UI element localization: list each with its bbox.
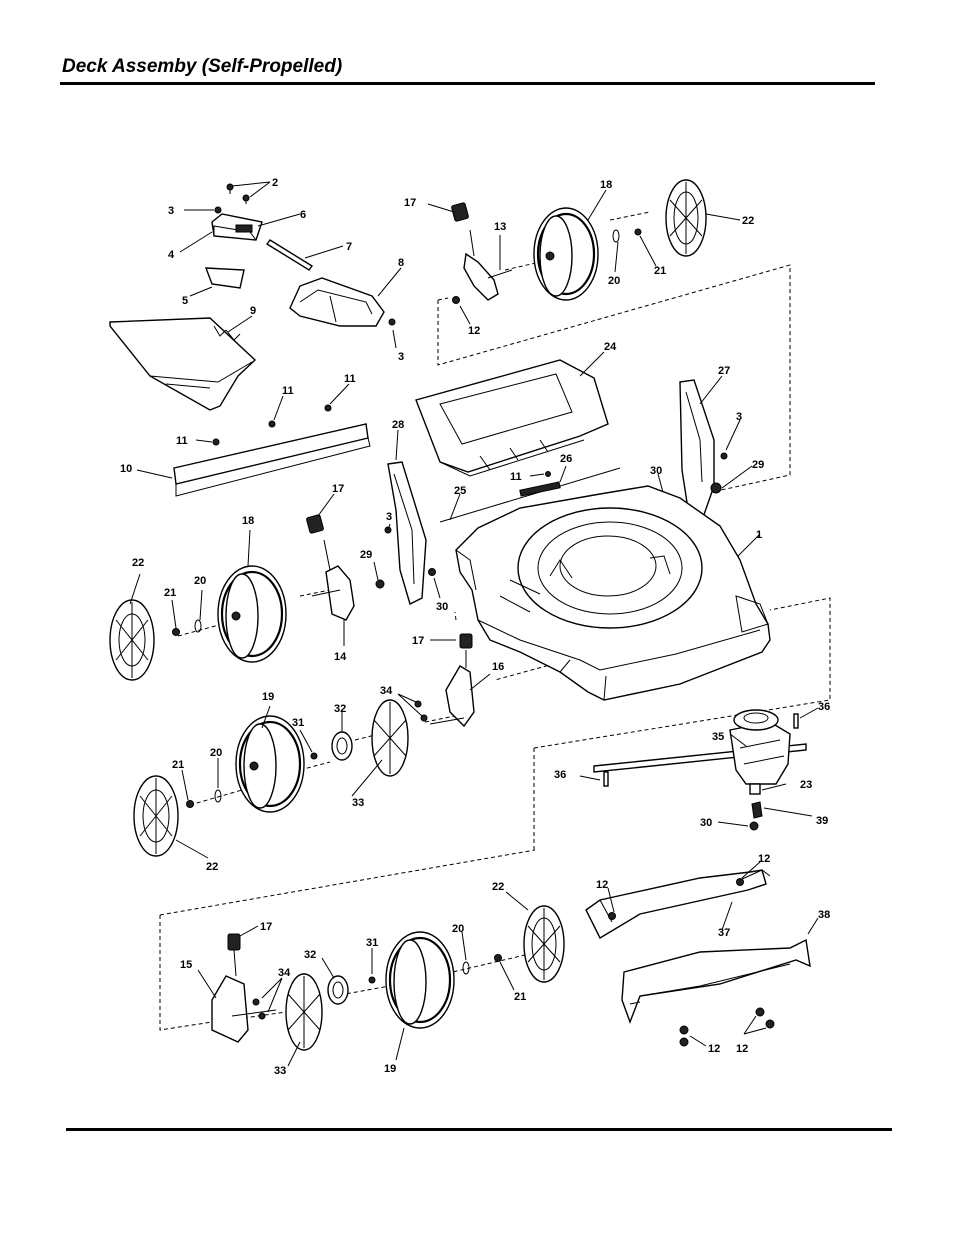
label-3: 3 — [386, 511, 392, 523]
label-28: 28 — [392, 419, 404, 431]
label-16: 16 — [492, 661, 504, 673]
label-6: 6 — [300, 209, 306, 221]
label-20: 20 — [608, 275, 620, 287]
label-20: 20 — [210, 747, 222, 759]
label-12: 12 — [758, 853, 770, 865]
label-17: 17 — [404, 197, 416, 209]
label-14: 14 — [334, 651, 347, 663]
label-8: 8 — [398, 257, 404, 269]
front-right-wheel-assembly — [197, 891, 565, 1067]
label-11: 11 — [510, 471, 522, 483]
label-33: 33 — [274, 1065, 286, 1077]
label-9: 9 — [250, 305, 256, 317]
label-25: 25 — [454, 485, 466, 497]
label-7: 7 — [346, 241, 352, 253]
header-rule — [60, 82, 875, 85]
label-3: 3 — [736, 411, 742, 423]
label-30: 30 — [700, 817, 712, 829]
label-21: 21 — [654, 265, 666, 277]
label-36: 36 — [818, 701, 830, 713]
label-21: 21 — [514, 991, 526, 1003]
label-24: 24 — [604, 341, 617, 353]
label-35: 35 — [712, 731, 724, 743]
label-21: 21 — [164, 587, 176, 599]
label-12: 12 — [468, 325, 480, 337]
label-11: 11 — [176, 435, 188, 447]
label-18: 18 — [600, 179, 612, 191]
label-26: 26 — [560, 453, 572, 465]
label-4: 4 — [168, 249, 175, 261]
label-19: 19 — [262, 691, 274, 703]
left-handle-bracket — [373, 429, 441, 606]
label-15: 15 — [180, 959, 192, 971]
label-11: 11 — [344, 373, 356, 385]
label-18: 18 — [242, 515, 254, 527]
label-32: 32 — [334, 703, 346, 715]
leader-lines-top-left — [179, 181, 402, 349]
part-number-labels: 2 3 4 6 7 5 8 3 9 17 13 18 22 20 21 12 2… — [120, 177, 830, 1077]
label-17: 17 — [332, 483, 344, 495]
rear-cover — [415, 351, 609, 477]
page-title: Deck Assemby (Self-Propelled) — [62, 56, 343, 77]
label-17: 17 — [260, 921, 272, 933]
label-2: 2 — [272, 177, 278, 189]
mower-deck — [455, 485, 771, 701]
label-32: 32 — [304, 949, 316, 961]
label-29: 29 — [752, 459, 764, 471]
label-12: 12 — [596, 879, 608, 891]
label-30: 30 — [436, 601, 448, 613]
label-34: 34 — [380, 685, 393, 697]
label-3: 3 — [398, 351, 404, 363]
label-10: 10 — [120, 463, 132, 475]
label-22: 22 — [492, 881, 504, 893]
label-21: 21 — [172, 759, 184, 771]
rear-flap — [109, 317, 257, 411]
label-1: 1 — [756, 529, 762, 541]
label-20: 20 — [194, 575, 206, 587]
transmission-assembly — [579, 707, 819, 831]
label-5: 5 — [182, 295, 188, 307]
label-29: 29 — [360, 549, 372, 561]
label-31: 31 — [292, 717, 304, 729]
label-22: 22 — [132, 557, 144, 569]
label-22: 22 — [742, 215, 754, 227]
label-12: 12 — [736, 1043, 748, 1055]
height-lever-rod — [439, 465, 621, 523]
label-37: 37 — [718, 927, 730, 939]
rear-right-wheel-assembly — [427, 179, 741, 325]
axle-covers — [585, 861, 819, 1047]
label-3: 3 — [168, 205, 174, 217]
height-adjust-bracket — [204, 183, 314, 289]
label-30: 30 — [650, 465, 662, 477]
label-27: 27 — [718, 365, 730, 377]
label-17: 17 — [412, 635, 424, 647]
label-38: 38 — [818, 909, 830, 921]
label-20: 20 — [452, 923, 464, 935]
rear-baffle — [136, 383, 371, 497]
label-34: 34 — [278, 967, 291, 979]
footer-rule — [66, 1128, 892, 1131]
label-23: 23 — [800, 779, 812, 791]
mulch-plug — [289, 277, 396, 327]
label-12: 12 — [708, 1043, 720, 1055]
label-36: 36 — [554, 769, 566, 781]
label-22: 22 — [206, 861, 218, 873]
label-11: 11 — [282, 385, 294, 397]
label-31: 31 — [366, 937, 378, 949]
label-33: 33 — [352, 797, 364, 809]
label-39: 39 — [816, 815, 828, 827]
label-19: 19 — [384, 1063, 396, 1075]
label-13: 13 — [494, 221, 506, 233]
left-rear-wheel-assembly — [109, 493, 355, 681]
front-left-wheel-assembly — [133, 633, 491, 859]
